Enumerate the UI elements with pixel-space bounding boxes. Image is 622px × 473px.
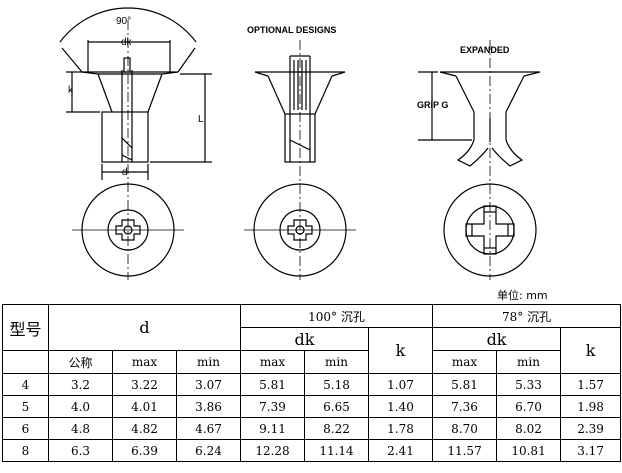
cell-dk100-max: 9.11 [240,417,305,440]
cell-k78: 3.17 [560,439,622,462]
cell-d-nominal: 4.8 [48,417,113,440]
angle-label: 90° [116,16,131,27]
grip-label: GRIP G [417,100,448,110]
k78-header: k [560,327,622,374]
cell-k78: 1.57 [560,373,622,396]
cell-model: 5 [2,395,49,418]
cell-model: 6 [2,417,49,440]
spec-table: 型号 d 100° 沉孔 78° 沉孔 dk k dk k 公称 max min… [2,304,622,462]
cell-d-max: 4.82 [112,417,177,440]
table-row: 5 4.0 4.01 3.86 7.39 6.65 1.40 7.36 6.70… [2,395,622,418]
table-row: 4 3.2 3.22 3.07 5.81 5.18 1.07 5.81 5.33… [2,373,622,396]
cell-d-min: 3.86 [176,395,241,418]
cell-dk100-min: 6.65 [304,395,369,418]
cell-dk100-min: 8.22 [304,417,369,440]
cell-dk100-max: 12.28 [240,439,305,462]
cell-dk78-min: 10.81 [496,439,562,462]
cell-dk78-max: 5.81 [432,373,498,396]
k-dim-label: k [68,85,74,96]
cell-k78: 1.98 [560,395,622,418]
optional-designs-title: OPTIONAL DESIGNS [247,25,336,35]
cell-dk100-min: 5.18 [304,373,369,396]
d-dim-label: d [122,167,128,178]
cell-k100: 2.41 [367,439,434,462]
cell-k100: 1.40 [367,395,434,418]
dk100-header: dk [240,327,369,351]
dk100-max-header: max [240,350,305,374]
cell-dk100-min: 11.14 [304,439,369,462]
dk100-min-header: min [304,350,369,374]
expanded-title: EXPANDED [460,45,510,55]
cell-model: 8 [2,439,49,462]
nominal-header: 公称 [48,350,113,374]
table-row: 6 4.8 4.82 4.67 9.11 8.22 1.78 8.70 8.02… [2,417,622,440]
model-header: 型号 [2,304,49,351]
group78-header: 78° 沉孔 [432,304,622,328]
cell-d-min: 4.67 [176,417,241,440]
cell-dk100-max: 7.39 [240,395,305,418]
l-dim-label: L [198,114,204,125]
cell-dk78-min: 8.02 [496,417,562,440]
d-min-header: min [176,350,241,374]
cell-dk100-max: 5.81 [240,373,305,396]
cell-k100: 1.07 [367,373,434,396]
cell-d-max: 3.22 [112,373,177,396]
dk78-header: dk [432,327,562,351]
end-view-drawing [72,183,184,277]
cell-d-max: 6.39 [112,439,177,462]
cell-dk78-max: 11.57 [432,439,498,462]
cell-d-min: 3.07 [176,373,241,396]
unit-label: 单位: mm [497,289,548,302]
dk78-min-header: min [496,350,562,374]
dk78-max-header: max [432,350,498,374]
cell-d-nominal: 3.2 [48,373,113,396]
table-row: 8 6.3 6.39 6.24 12.28 11.14 2.41 11.57 1… [2,439,622,462]
cell-dk78-min: 6.70 [496,395,562,418]
rivet-drawings: 90° dk k L d OPTIONAL DESIGNS EXPANDED G… [59,7,541,280]
cell-k78: 2.39 [560,417,622,440]
blank-header [2,350,49,374]
cell-d-min: 6.24 [176,439,241,462]
cell-dk78-max: 7.36 [432,395,498,418]
cell-dk78-min: 5.33 [496,373,562,396]
k100-header: k [367,327,434,374]
cell-k100: 1.78 [367,417,434,440]
cell-model: 4 [2,373,49,396]
cell-d-nominal: 4.0 [48,395,113,418]
cell-d-max: 4.01 [112,395,177,418]
side-view-drawing [59,7,212,180]
cell-d-nominal: 6.3 [48,439,113,462]
group100-header: 100° 沉孔 [239,304,434,328]
d-header: d [48,304,241,351]
cell-dk78-max: 8.70 [432,417,498,440]
dk-dim-label: dk [121,37,133,48]
d-max-header: max [112,350,177,374]
